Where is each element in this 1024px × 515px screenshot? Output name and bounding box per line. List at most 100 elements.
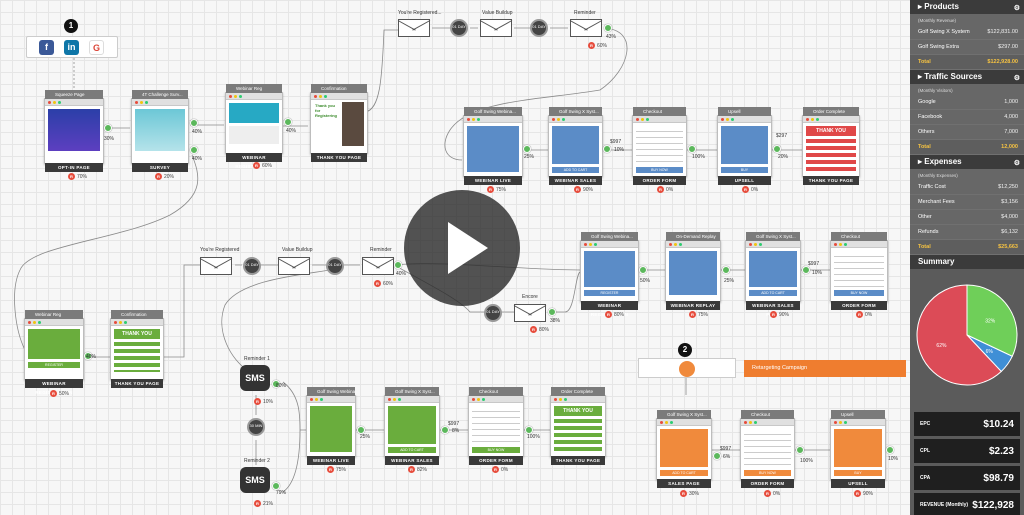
- yes-connector-icon[interactable]: [523, 145, 531, 153]
- traffic-sources-header[interactable]: ▸ Traffic Sources⚙: [910, 70, 1024, 84]
- delay-clock-icon[interactable]: 01 DAY: [530, 19, 548, 37]
- upsell-node[interactable]: Upsell BUY UPSELL: [830, 410, 886, 488]
- node-caption: SALES PAGE: [657, 479, 711, 488]
- webinar-registration-node[interactable]: Webinar Reg WEBINAR REGISTRATION: [225, 84, 283, 169]
- yes-connector-icon[interactable]: [272, 482, 280, 490]
- page-thumb: [749, 251, 797, 287]
- delay-clock-icon[interactable]: 01 DAY: [243, 257, 261, 275]
- yes-connector-icon[interactable]: [802, 266, 810, 274]
- yes-connector-icon[interactable]: [441, 426, 449, 434]
- order-form-node[interactable]: Checkout BUY NOW ORDER FORM: [632, 107, 687, 185]
- yes-connector-icon[interactable]: [104, 124, 112, 132]
- products-header[interactable]: ▸ Products⚙: [910, 0, 1024, 14]
- page-thumb: [388, 406, 436, 444]
- yes-connector-icon[interactable]: [394, 261, 402, 269]
- yes-connector-icon[interactable]: [722, 266, 730, 274]
- sms-icon[interactable]: SMS: [240, 467, 270, 493]
- facebook-icon[interactable]: f: [39, 40, 54, 55]
- step-badge-two: 2: [678, 343, 692, 357]
- yes-connector-icon[interactable]: [639, 266, 647, 274]
- page-thumb: [660, 429, 708, 467]
- yes-connector-icon[interactable]: [604, 24, 612, 32]
- delay-clock-icon[interactable]: 01 DAY: [326, 257, 344, 275]
- yes-connector-icon[interactable]: [796, 446, 804, 454]
- node-caption: THANK YOU PAGE: [551, 456, 605, 465]
- webinar-live-node[interactable]: Golf Swing Webina... WEBINAR LIVE: [306, 387, 356, 465]
- sales-page-node[interactable]: Golf Swing X Syst... ADD TO CART SALES P…: [656, 410, 712, 488]
- node-title: Webinar Reg: [25, 310, 83, 319]
- node-title: Webinar Reg: [226, 84, 282, 93]
- settings-gear-icon[interactable]: ⚙: [1013, 75, 1020, 82]
- thank-you-node[interactable]: Confirmation THANK YOU THANK YOU PAGE: [110, 310, 164, 388]
- delay-clock-icon[interactable]: 01 DAY: [450, 19, 468, 37]
- survey-page-node[interactable]: 4T Challenge Surv... SURVEY: [131, 90, 189, 172]
- node-title: Golf Swing X Syst...: [746, 232, 800, 241]
- node-caption: WEBINAR REGISTRATION: [226, 153, 282, 169]
- webinar-sales-page-node[interactable]: Golf Swing X Syst... ADD TO CART WEBINAR…: [745, 232, 801, 317]
- refresh-icon[interactable]: [679, 361, 695, 377]
- optin-page-node[interactable]: Squeeze Page OPT-IN PAGE: [44, 90, 104, 172]
- settings-gear-icon[interactable]: ⚙: [1013, 5, 1020, 12]
- email-icon[interactable]: [200, 257, 232, 275]
- webinar-sales-page-node[interactable]: Golf Swing X Syst... ADD TO CART WEBINAR…: [548, 107, 603, 192]
- yes-connector-icon[interactable]: [84, 352, 92, 360]
- traffic-sources-group[interactable]: f in G: [26, 36, 118, 58]
- linkedin-icon[interactable]: in: [64, 40, 79, 55]
- order-form-node[interactable]: Checkout BUY NOW ORDER FORM: [740, 410, 795, 488]
- email-icon[interactable]: [398, 19, 430, 37]
- expenses-header[interactable]: ▸ Expenses⚙: [910, 155, 1024, 169]
- node-title: Golf Swing X Syst...: [385, 387, 439, 396]
- node-caption: UPSELL: [831, 479, 885, 488]
- yes-connector-icon[interactable]: [713, 452, 721, 460]
- yes-connector-icon[interactable]: [688, 145, 696, 153]
- email-icon[interactable]: [480, 19, 512, 37]
- yes-connector-icon[interactable]: [525, 426, 533, 434]
- page-thumb: [721, 126, 768, 164]
- node-title: Upsell: [831, 410, 885, 419]
- page-thumb: [310, 406, 352, 452]
- yes-connector-icon[interactable]: [190, 119, 198, 127]
- thank-you-node[interactable]: Confirmation Thank you for Registering T…: [310, 84, 368, 162]
- order-form-node[interactable]: Checkout BUY NOW ORDER FORM: [468, 387, 524, 465]
- order-complete-node[interactable]: Order Complete THANK YOU THANK YOU PAGE: [802, 107, 860, 185]
- yes-connector-icon[interactable]: [603, 145, 611, 153]
- email-icon[interactable]: [362, 257, 394, 275]
- stats-panel: ▸ Products⚙ (Monthly Revenue) Golf Swing…: [910, 0, 1024, 515]
- upsell-node[interactable]: Upsell BUY UPSELL: [717, 107, 772, 185]
- email-icon[interactable]: [570, 19, 602, 37]
- email-icon[interactable]: [514, 304, 546, 322]
- yes-connector-icon[interactable]: [773, 145, 781, 153]
- webinar-sales-page-node[interactable]: Golf Swing X Syst... ADD TO CART WEBINAR…: [384, 387, 440, 472]
- google-icon[interactable]: G: [89, 40, 104, 55]
- webinar-registration-node[interactable]: Golf Swing Webina... REGISTER WEBINAR RE…: [580, 232, 639, 317]
- yes-connector-icon[interactable]: [190, 146, 198, 154]
- order-complete-node[interactable]: Order Complete THANK YOU THANK YOU PAGE: [550, 387, 606, 465]
- yes-connector-icon[interactable]: [548, 308, 556, 316]
- yes-connector-icon[interactable]: [357, 426, 365, 434]
- node-caption: WEBINAR LIVE: [307, 456, 355, 465]
- webinar-replay-node[interactable]: On-Demand Replay WEBINAR REPLAY: [665, 232, 721, 310]
- page-thumb: [48, 109, 100, 151]
- webinar-registration-node[interactable]: Webinar Reg REGISTER WEBINAR REGISTRATIO…: [24, 310, 84, 395]
- webinar-live-node[interactable]: Golf Swing Webina... WEBINAR LIVE: [463, 107, 523, 185]
- retargeting-source[interactable]: [638, 358, 736, 378]
- delay-clock-icon[interactable]: 30 MIN: [247, 418, 265, 436]
- settings-gear-icon[interactable]: ⚙: [1013, 160, 1020, 167]
- play-video-button[interactable]: [404, 190, 520, 306]
- yes-connector-icon[interactable]: [886, 446, 894, 454]
- yes-connector-icon[interactable]: [284, 118, 292, 126]
- email-icon[interactable]: [278, 257, 310, 275]
- node-title: Golf Swing X Syst...: [549, 107, 602, 116]
- delay-clock-icon[interactable]: 01 DAY: [484, 304, 502, 322]
- sms-icon[interactable]: SMS: [240, 365, 270, 391]
- order-form-node[interactable]: Checkout BUY NOW ORDER FORM: [830, 232, 888, 310]
- yes-connector-icon[interactable]: [272, 380, 280, 388]
- metric-card: REVENUE (Monthly)$122,928: [914, 493, 1020, 515]
- page-thumb: [834, 429, 882, 467]
- summary-header: Summary: [910, 255, 1024, 269]
